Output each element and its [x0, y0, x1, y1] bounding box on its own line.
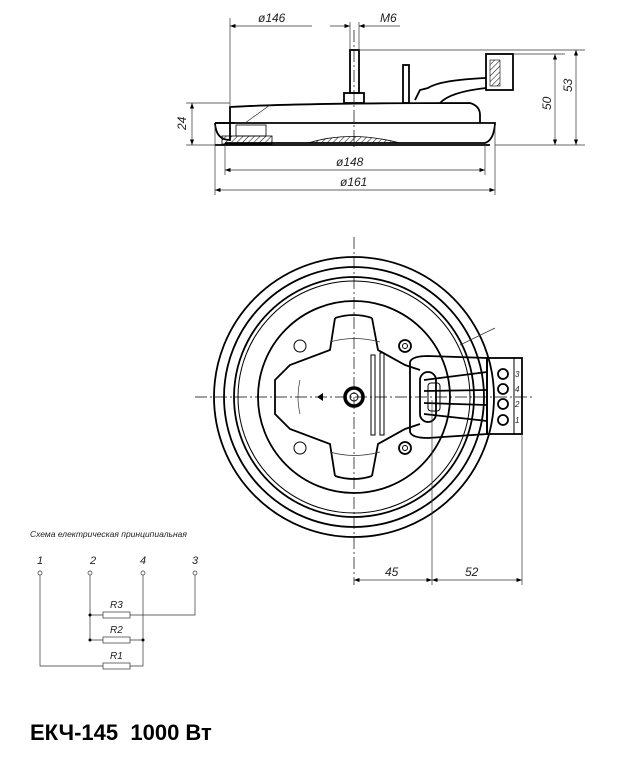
- dim-height-53: 53: [561, 78, 575, 92]
- dim-offset-52: 52: [465, 565, 479, 579]
- dim-height-24: 24: [175, 116, 189, 131]
- housing: [229, 102, 481, 123]
- terminal-screws: [497, 368, 509, 426]
- heating-coils: [235, 124, 267, 137]
- plate-body: [215, 122, 496, 144]
- pin: [402, 64, 410, 104]
- resistor-label: R2: [110, 625, 123, 636]
- wiring-schematic: Схема електрическая принципиальная 1 2 4…: [30, 529, 199, 670]
- dim-diameter-161: ø161: [340, 175, 367, 189]
- dim-offset-45: 45: [385, 565, 399, 579]
- plate-section-hatch: [221, 135, 273, 145]
- terminal-number: 4: [140, 555, 146, 567]
- schematic-title: Схема електрическая принципиальная: [30, 529, 187, 539]
- stud-m6: [349, 49, 360, 94]
- resistor-label: R3: [110, 600, 123, 611]
- terminal-label: 4: [515, 385, 520, 394]
- product-title: ЕКЧ-145 1000 Вт: [30, 720, 212, 745]
- dim-diameter-148: ø148: [336, 155, 364, 169]
- terminal-arm: [414, 77, 487, 104]
- dim-height-50: 50: [540, 96, 554, 110]
- terminal-connector: [486, 357, 523, 435]
- terminal-number: 1: [37, 555, 43, 567]
- dim-diameter-146: ø146: [258, 11, 286, 25]
- terminal-number: 2: [89, 555, 96, 567]
- top-view: 3 4 2 1 45 52: [195, 237, 535, 585]
- terminal-box: [485, 53, 514, 91]
- terminal-label: 2: [514, 400, 520, 409]
- terminal-label: 3: [515, 370, 520, 379]
- side-view: ø146 M6 24 50 53 ø148 ø161: [175, 11, 585, 195]
- resistor-label: R1: [110, 651, 123, 662]
- terminal-number: 3: [192, 555, 199, 567]
- terminal-label: 1: [515, 416, 519, 425]
- dim-thread-m6: M6: [380, 11, 397, 25]
